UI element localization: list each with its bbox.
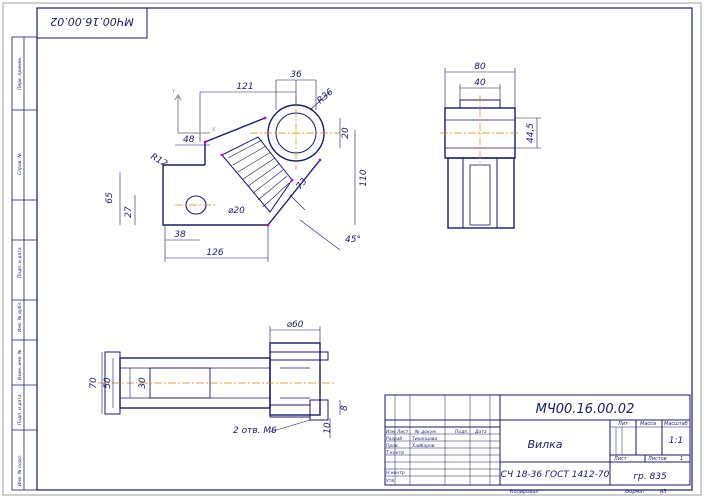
left-label-4: Взам. инв. № <box>17 349 23 380</box>
row-role-2: Пров. <box>386 443 399 449</box>
lit-label: Лит <box>617 421 629 427</box>
main-dim-lines <box>119 79 356 262</box>
left-strip-labels: Перв. примен. Справ. № Подп. и дата Инв.… <box>17 56 23 486</box>
dim-70: 70 <box>89 377 99 389</box>
dim-20: 20 <box>341 127 351 139</box>
axis-x-label: X <box>211 127 216 133</box>
dim-48: 48 <box>183 135 195 145</box>
dim-38: 38 <box>174 230 186 240</box>
scale-label: Масштаб <box>664 421 688 427</box>
inner-frame <box>36 7 693 491</box>
holes-note: 2 отв. М6 <box>233 426 277 436</box>
main-hatch <box>227 139 290 208</box>
vertex-markers <box>203 116 322 227</box>
sheet-value: 1 <box>680 456 683 462</box>
main-axes <box>175 95 340 206</box>
hdr-role: Изм <box>386 429 396 435</box>
left-label-3: Инв. № дубл. <box>17 301 23 332</box>
row-role-3: Т.контр <box>386 450 404 456</box>
left-label-2: Подп. и дата <box>17 247 23 278</box>
dim-40: 40 <box>474 78 486 88</box>
dim-r12: R12 <box>149 152 170 170</box>
left-label-1: Справ. № <box>17 153 23 175</box>
xy-axis-icon <box>174 94 210 134</box>
copied-label: Копировал <box>510 489 539 495</box>
dim-110: 110 <box>359 169 369 186</box>
row-role-5: Утв <box>386 478 394 484</box>
row-name-2: Хайбаров <box>411 443 435 449</box>
hdr-sign: Подп. <box>455 429 469 435</box>
row-name-1: Тихонцова <box>412 436 438 442</box>
format-value: А3 <box>659 489 667 495</box>
left-label-5: Подп. и дата <box>17 394 23 425</box>
scale-value: 1:1 <box>669 436 683 446</box>
dim-50: 50 <box>103 377 113 389</box>
dim-8: 8 <box>340 405 350 411</box>
material: СЧ 18-36 ГОСТ 1412-70 <box>501 470 610 480</box>
row-role-1: Разраб <box>386 436 402 442</box>
side-axes <box>440 95 520 165</box>
left-label-0: Перв. примен. <box>17 56 23 90</box>
left-label-6: Инв. № подл. <box>17 455 23 486</box>
dim-121: 121 <box>236 82 253 92</box>
axis-y-label: Y <box>172 89 176 95</box>
dim-80: 80 <box>474 62 486 72</box>
title-designation: МЧ00.16.00.02 <box>536 402 635 417</box>
dim-45deg: 45° <box>345 235 361 245</box>
dim-r36: R36 <box>316 87 336 106</box>
dim-44-5: 44,5 <box>526 123 536 143</box>
dim-phi20: ⌀20 <box>228 206 245 216</box>
dim-36: 36 <box>290 70 302 80</box>
dim-126: 126 <box>206 248 223 258</box>
mass-label: Масса <box>640 421 656 427</box>
dim-phi60: ⌀60 <box>287 320 304 330</box>
top-designation: МЧ00.16.00.02 <box>50 15 134 28</box>
top-designation-box: МЧ00.16.00.02 <box>36 7 148 39</box>
title-block <box>384 394 691 486</box>
dim-30: 30 <box>138 377 148 389</box>
dim-10: 10 <box>323 422 333 434</box>
format-label: Формат <box>625 489 646 495</box>
left-strip <box>11 36 38 491</box>
sheet-label: Лист <box>613 456 628 462</box>
hdr-num: № докум. <box>414 429 437 435</box>
dim-27: 27 <box>124 206 134 218</box>
hdr-doc: Лист <box>396 429 409 435</box>
hdr-date: Дата <box>474 429 487 435</box>
side-dim-lines <box>444 68 541 149</box>
row-role-4: Н.контр <box>386 470 405 476</box>
top-dim-lines <box>101 326 341 438</box>
dim-65: 65 <box>105 192 115 204</box>
part-name: Вилка <box>527 438 562 451</box>
group: гр. 835 <box>633 472 667 482</box>
sheets-label: Листов <box>647 456 667 462</box>
